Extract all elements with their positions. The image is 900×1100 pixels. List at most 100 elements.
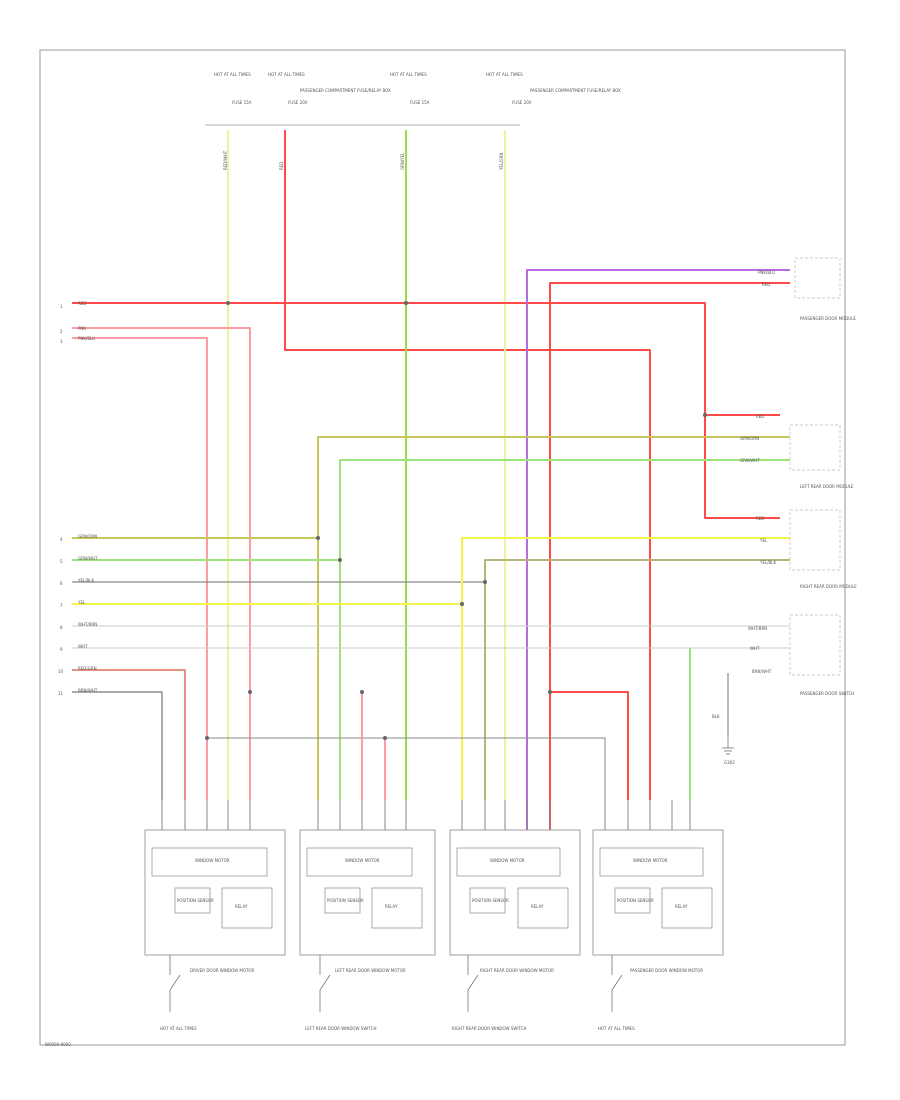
fuse-4-fuse: FUSE 20A [512, 100, 532, 105]
wire-red-grn [72, 669, 186, 800]
fuse-3-wire-label: GRN/YEL [400, 152, 405, 170]
right-wire-label-5: GRN/WHT [740, 458, 760, 463]
module-driver-sensor-box [174, 887, 211, 914]
right-rear-door-module-box [789, 509, 841, 571]
left-wire-pin-3: 3 [60, 339, 63, 344]
left-wire-label-11: BRN/WHT [78, 688, 98, 693]
module-right-rear-switch: RIGHT REAR DOOR WINDOW SWITCH [452, 1026, 527, 1031]
left-wire-label-3: PNK/BLU [78, 336, 95, 341]
switch-3 [611, 955, 623, 1012]
junction-dot-9 [383, 736, 387, 740]
junction-dot-1 [404, 301, 408, 305]
fuse-3: HOT AT ALL TIMES FUSE 15A GRN/YEL [390, 72, 430, 170]
fuse-1-wire-label: RED/WHT [223, 150, 228, 170]
ground-label: G302 [724, 760, 735, 765]
switch-0-blade [169, 974, 181, 991]
wire-grn-wht-right [339, 459, 790, 800]
fuse-2-wire-label: RED [279, 162, 284, 170]
module-driver-caption: DRIVER DOOR WINDOW MOTOR [190, 968, 255, 973]
right-components: PASSENGER DOOR MODULE LEFT REAR DOOR MOD… [712, 257, 857, 765]
module-right-rear-caption: RIGHT REAR DOOR WINDOW MOTOR [480, 968, 554, 973]
wire-pnk-blu [72, 337, 208, 800]
left-wire-label-10: RED/GRN [78, 666, 97, 671]
left-wire-pin-9: 9 [60, 647, 63, 652]
module-passenger-motor-box [599, 847, 704, 877]
module-passenger-sensor-box [614, 887, 651, 914]
left-wire-label-6: YEL/BLK [77, 578, 95, 583]
right-wire-label-8: YEL/BLK [759, 560, 777, 565]
fuse-4-header: HOT AT ALL TIMES [486, 72, 523, 77]
junction-dot-4 [316, 536, 320, 540]
module-passenger-relay-box [661, 887, 713, 929]
left-wire-pin-4: 4 [60, 537, 63, 542]
left-wire-pin-5: 5 [60, 559, 63, 564]
diagram-frame [39, 49, 846, 1046]
wire-red-right [549, 282, 790, 830]
module-left-rear-sensor-box [324, 887, 361, 914]
left-wire-pin-7: 7 [60, 603, 63, 608]
wire-violet [526, 269, 790, 830]
left-wire-label-8: WHT/BRN [78, 622, 97, 627]
module-left-rear-switch: LEFT REAR DOOR WINDOW SWITCH [305, 1026, 377, 1031]
right-wire-label-11: BRN/WHT [752, 669, 772, 674]
left-wire-label-2: PNK [78, 326, 86, 331]
bottom-switches [169, 955, 623, 1012]
switch-1 [319, 955, 331, 1012]
right-wire-label-12: BLK [712, 714, 720, 719]
right-wire-label-6: RED [756, 516, 764, 521]
junction-dot-10 [360, 690, 364, 694]
module-left-rear-caption: LEFT REAR DOOR WINDOW MOTOR [335, 968, 406, 973]
module-driver-relay-box [221, 887, 273, 929]
right-rear-door-module-label: RIGHT REAR DOOR MODULE [800, 584, 857, 589]
left-wire-label-4: GRN/ORN [78, 534, 97, 539]
left-wire-label-5: GRN/WHT [78, 556, 98, 561]
wire-red-right-2 [550, 691, 629, 800]
module-right-rear-outline [449, 829, 581, 956]
junction-dot-0 [226, 301, 230, 305]
module-right-rear: WINDOW MOTOR POSITION SENSOR RELAY RIGHT… [449, 829, 581, 1031]
module-passenger-sensor-label: POSITION SENSOR [617, 898, 654, 903]
module-left-rear-outline [299, 829, 436, 956]
right-wire-label-10: WHT [750, 646, 760, 651]
wire-layer [72, 130, 790, 830]
module-right-rear-title: WINDOW MOTOR [490, 858, 525, 863]
junction-dot-11 [703, 413, 707, 417]
wire-pnk [72, 327, 251, 800]
fuse-2-note: PASSENGER COMPARTMENT FUSE/RELAY BOX [300, 88, 391, 93]
left-wire-label-1: RED [78, 301, 86, 306]
switch-0 [169, 955, 181, 1012]
junction-dot-7 [483, 580, 487, 584]
module-left-rear-relay-label: RELAY [385, 904, 398, 909]
module-left-rear-relay-box [371, 887, 423, 929]
fuse-2-header: HOT AT ALL TIMES [268, 72, 305, 77]
switch-2-blade [467, 974, 479, 991]
left-rear-door-module-label: LEFT REAR DOOR MODULE [800, 484, 854, 489]
module-passenger-switch: HOT AT ALL TIMES [598, 1026, 635, 1031]
wire-red-feed [284, 130, 651, 800]
left-wire-labels: 1 RED 2 PNK 3 PNK/BLU 4 GRN/ORN 5 GRN/WH… [58, 301, 98, 696]
module-right-rear-sensor-box [469, 887, 506, 914]
wire-lower-bus [207, 737, 606, 800]
fuse-3-header: HOT AT ALL TIMES [390, 72, 427, 77]
passenger-door-module-label: PASSENGER DOOR MODULE [800, 316, 856, 321]
junction-dot-2 [248, 690, 252, 694]
module-passenger: WINDOW MOTOR POSITION SENSOR RELAY PASSE… [592, 829, 724, 1031]
switch-1-blade [319, 974, 331, 991]
fuse-4: HOT AT ALL TIMES FUSE 20A PASSENGER COMP… [486, 72, 621, 171]
junction-dot-5 [338, 558, 342, 562]
right-wire-label-2: RED [762, 282, 770, 287]
module-driver: WINDOW MOTOR POSITION SENSOR RELAY DRIVE… [144, 829, 286, 1031]
wire-yel-blk-right [484, 559, 790, 800]
left-wire-pin-8: 8 [60, 625, 63, 630]
footer-code: W0000-0000 [45, 1042, 71, 1047]
right-wire-label-4: GRN/ORN [740, 436, 759, 441]
module-left-rear-title: WINDOW MOTOR [345, 858, 380, 863]
right-wire-label-1: PNK/BLU [758, 270, 775, 275]
left-wire-pin-1: 1 [60, 304, 63, 309]
module-right-rear-motor-box [456, 847, 561, 877]
right-wire-label-3: RED [756, 414, 764, 419]
module-driver-title: WINDOW MOTOR [195, 858, 230, 863]
module-right-rear-relay-label: RELAY [531, 904, 544, 909]
